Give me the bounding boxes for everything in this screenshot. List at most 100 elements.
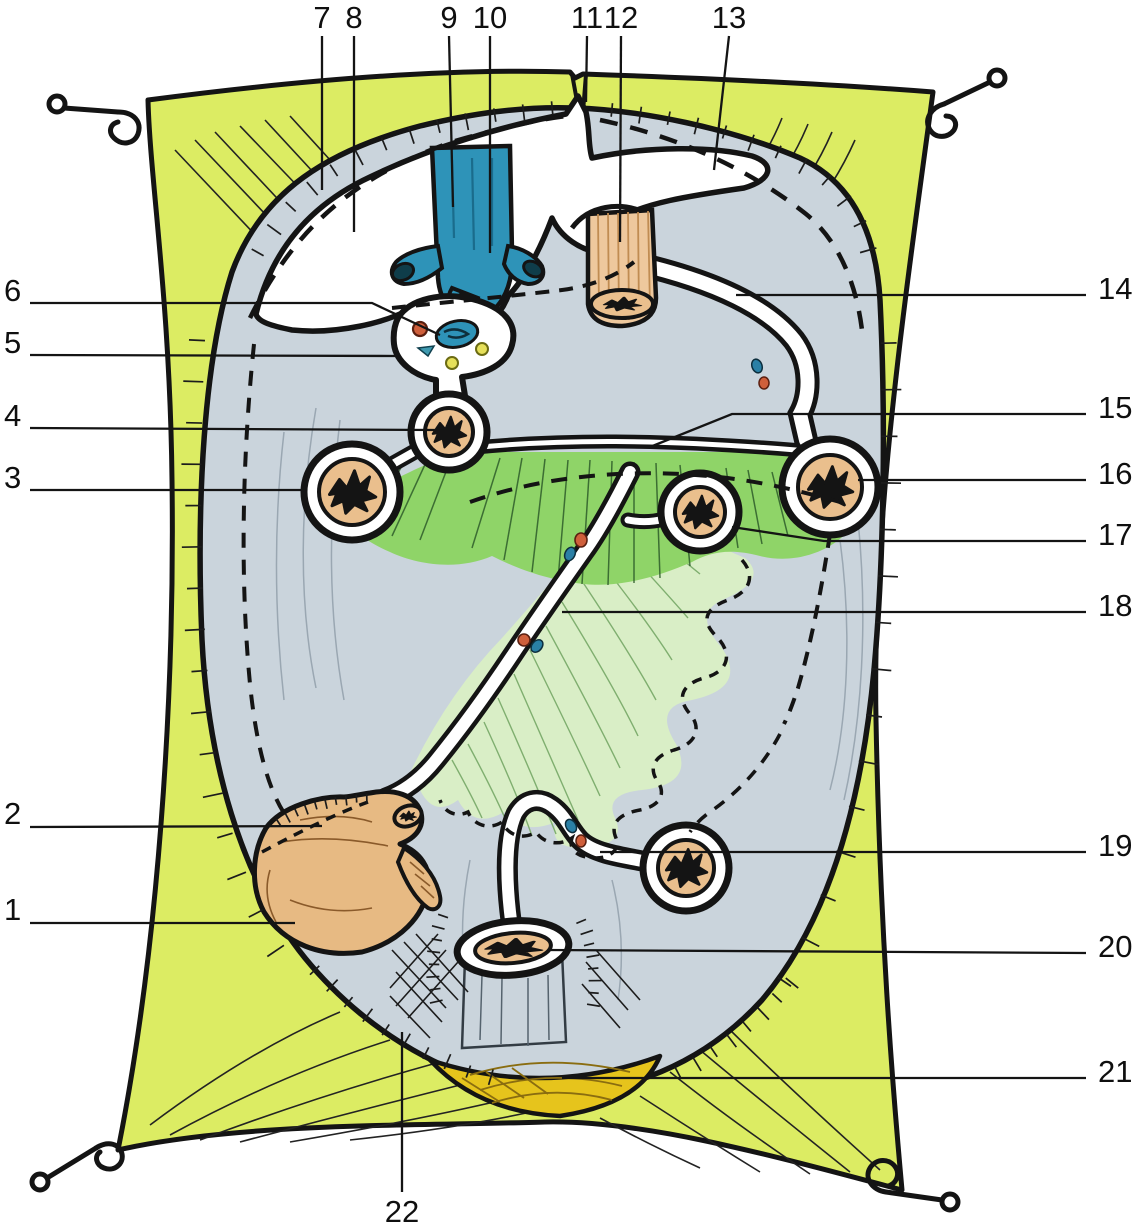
sigmoid-line (688, 733, 782, 834)
gastric-attachment-line (391, 260, 636, 310)
label-18: 18 (562, 588, 1132, 623)
hatch-tick (362, 1008, 374, 1023)
label-12: 12 (604, 0, 638, 243)
hatch-tick (285, 201, 297, 213)
bladder-hatching (461, 1061, 631, 1104)
hatch-tick (334, 796, 338, 806)
dissection-pin-bottom-left (29, 1141, 125, 1193)
hatch-tick (199, 751, 216, 756)
hatch-tick (666, 111, 671, 126)
pelvic-colon-loop (496, 790, 659, 946)
hatch-tick (344, 795, 348, 806)
hatch-tick (324, 798, 328, 809)
hatch-ticks (309, 965, 494, 1086)
hatch-tick (306, 181, 319, 196)
hatch-tick (859, 247, 877, 254)
bladder-shape (427, 1053, 663, 1119)
omental-band-core (623, 255, 815, 447)
label-21: 21 (562, 1054, 1132, 1089)
omental-vein-dot (750, 358, 764, 374)
label-text: 6 (4, 273, 21, 308)
hatch-tick (275, 818, 282, 827)
bladder (427, 1053, 663, 1119)
mesenteric-artery-dot-upper (574, 532, 588, 548)
hatch-tick (266, 223, 282, 236)
label-8: 8 (345, 0, 363, 232)
bowel-stump-17 (657, 469, 743, 555)
hatch-tick (216, 832, 233, 839)
paracolic-line-left (241, 343, 288, 818)
hatch-tick (422, 1047, 430, 1060)
loop-vein-dot (564, 818, 578, 834)
hatch-tick (777, 976, 792, 987)
appendix-stripes (409, 861, 435, 899)
hatch-tick (580, 929, 594, 936)
hatch-tick (227, 871, 247, 881)
label-text: 12 (604, 0, 638, 35)
hatch-tick (848, 805, 865, 811)
cut-edge-band-core (467, 438, 799, 453)
hatch-tick (721, 125, 728, 139)
label-17: 17 (731, 517, 1132, 552)
hatch-tick (465, 1065, 472, 1078)
celiac-duct-ring-2 (475, 342, 489, 356)
hatch-tick (464, 113, 470, 131)
label-5: 5 (4, 325, 399, 360)
rectal-cylinder-streaks (479, 974, 550, 1046)
label-20: 20 (547, 929, 1132, 964)
label-10: 10 (473, 0, 507, 253)
label-text: 10 (473, 0, 507, 35)
bowel-stump-3 (300, 440, 404, 544)
mesenteric-vein-dot-upper (563, 546, 577, 562)
hatch-tick (303, 804, 309, 815)
hatch-tick (747, 134, 755, 151)
hatch-tick (431, 924, 445, 930)
label-16: 16 (858, 456, 1132, 491)
hatch-tick (492, 108, 497, 122)
label-19: 19 (600, 828, 1132, 863)
label-text: 20 (1098, 929, 1132, 964)
hatch-tick (871, 667, 892, 672)
celiac-duct-ring-1 (445, 356, 459, 370)
label-text: 17 (1098, 517, 1132, 552)
small-bowel-mesentery-shape (402, 490, 754, 848)
hatch-ticks (777, 342, 902, 987)
hatch-tick (426, 975, 440, 979)
label-15: 15 (649, 390, 1132, 449)
mesenteric-artery-dot-lower (517, 633, 531, 647)
hatch-tick (284, 813, 291, 823)
label-text: 8 (345, 0, 362, 35)
hatch-tick (431, 938, 443, 942)
hatch-tick (329, 164, 339, 177)
portal-vein-oval (434, 319, 480, 349)
hatch-tick (309, 965, 320, 976)
label-text: 18 (1098, 588, 1132, 623)
label-text: 2 (4, 796, 21, 831)
omental-artery-dot (758, 376, 770, 390)
hatch-tick (188, 339, 206, 342)
label-text: 15 (1098, 390, 1132, 425)
label-text: 5 (4, 325, 21, 360)
hatch-tick (877, 574, 898, 578)
hatch-tick (186, 587, 204, 590)
hatch-tick (875, 621, 892, 625)
label-text: 7 (313, 0, 330, 35)
hatch-tick (401, 1033, 411, 1048)
hatch-tick (836, 195, 852, 207)
diaphragm-line-left (247, 113, 567, 319)
bowel-stump-16 (778, 435, 882, 539)
hatch-tick (588, 991, 599, 995)
label-1: 1 (4, 892, 295, 927)
label-6: 6 (4, 273, 441, 337)
labels: 7 8 9 10 11 12 13 6 5 4 3 2 1 14 15 16 1… (4, 0, 1132, 1229)
hatch-tick (587, 967, 599, 970)
dissection-pin-bottom-right (865, 1158, 961, 1213)
celiac-teal-wedge (416, 345, 436, 358)
hatch-tick (248, 909, 264, 918)
label-22: 22 (385, 1032, 419, 1229)
label-text: 19 (1098, 828, 1132, 863)
celiac-vessel-cluster (390, 293, 517, 409)
hatch-tick (202, 792, 223, 799)
hatch-tick (726, 1033, 738, 1048)
hatch-tick (326, 979, 339, 992)
